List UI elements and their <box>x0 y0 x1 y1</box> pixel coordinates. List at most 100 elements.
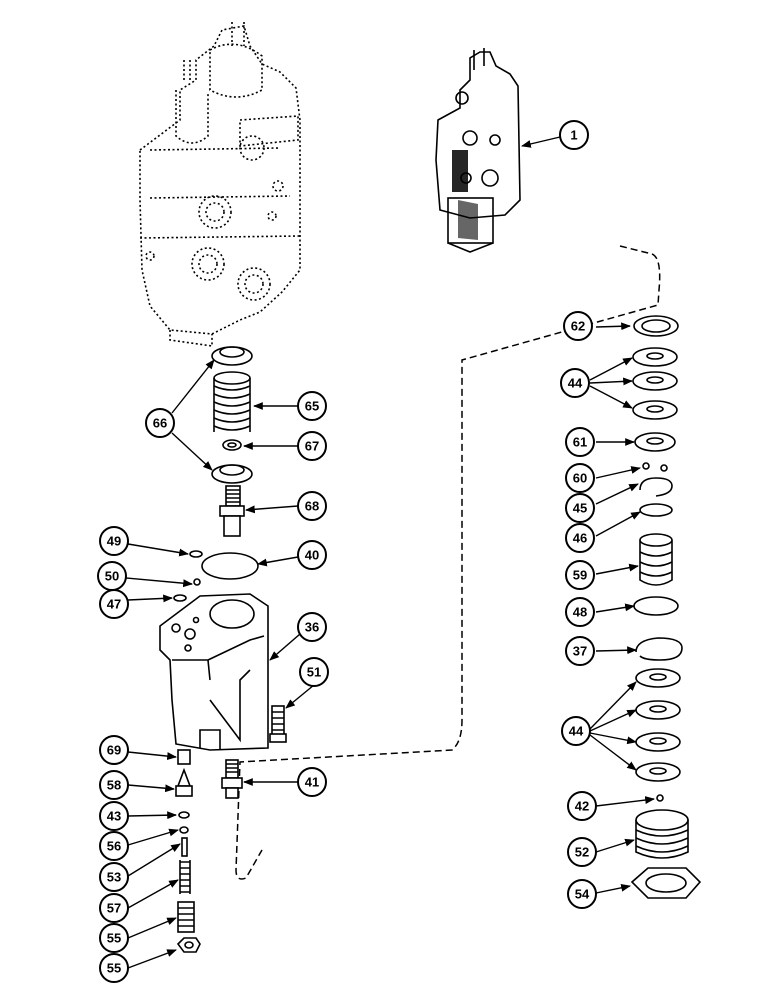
part-48-snap-ring <box>635 637 683 661</box>
callout-62: 62 <box>563 311 593 341</box>
callout-54: 55 <box>99 923 129 953</box>
part-57-jam-nut <box>630 867 702 899</box>
svg-text:44: 44 <box>569 724 584 739</box>
svg-text:51: 51 <box>307 665 321 680</box>
svg-text:57: 57 <box>107 901 121 916</box>
callout-37: 51 <box>299 657 329 687</box>
part-37-cap-screw <box>269 705 287 743</box>
part-44-washers-lower <box>635 668 681 782</box>
callout-47: 48 <box>565 597 595 627</box>
part-45-snap-ring <box>639 477 673 497</box>
part-55-nut <box>176 937 201 953</box>
callout-48: 37 <box>565 636 595 666</box>
part-53-spring <box>179 860 191 894</box>
part-52-pin <box>181 837 188 857</box>
part-69-check-valve <box>221 759 243 799</box>
callout-68: 68 <box>297 491 327 521</box>
svg-text:62: 62 <box>571 319 585 334</box>
svg-text:36: 36 <box>305 620 319 635</box>
svg-text:52: 52 <box>575 845 589 860</box>
callout-46: 46 <box>565 523 595 553</box>
svg-text:45: 45 <box>573 501 587 516</box>
callout-36: 36 <box>297 612 327 642</box>
callout-43: 56 <box>99 831 129 861</box>
part-59-piston <box>639 533 673 586</box>
part-54-adjusting-screw <box>177 901 195 933</box>
svg-text:46: 46 <box>573 531 587 546</box>
part-40-o-ring <box>201 552 259 580</box>
svg-text:60: 60 <box>573 471 587 486</box>
svg-text:50: 50 <box>105 569 119 584</box>
callout-51: 69 <box>99 735 129 765</box>
callout-40: 40 <box>297 540 327 570</box>
part-43-ring <box>179 826 189 834</box>
svg-text:59: 59 <box>573 568 587 583</box>
svg-text:1: 1 <box>570 128 577 143</box>
part-47-o-ring <box>633 596 679 616</box>
callout-44-upper: 44 <box>560 368 590 398</box>
part-46-o-ring <box>639 503 673 517</box>
callout-67: 67 <box>297 431 327 461</box>
callout-58: 42 <box>567 791 597 821</box>
svg-text:66: 66 <box>153 416 167 431</box>
callout-1: 1 <box>559 120 589 150</box>
valve-section-outline <box>139 22 301 347</box>
part-36-valve-housing <box>159 593 269 751</box>
svg-text:37: 37 <box>573 644 587 659</box>
svg-text:69: 69 <box>107 743 121 758</box>
svg-text:49: 49 <box>107 534 121 549</box>
svg-text:56: 56 <box>107 839 121 854</box>
callout-55: 55 <box>99 953 129 983</box>
part-60-balls <box>642 462 668 472</box>
part-66-retainer-top <box>211 346 253 366</box>
svg-text:40: 40 <box>305 548 319 563</box>
callout-61: 61 <box>565 427 595 457</box>
callout-42: 43 <box>99 801 129 831</box>
callout-44-lower: 44 <box>561 716 591 746</box>
part-66-retainer-bottom <box>211 464 253 484</box>
part-44-washers-upper <box>632 347 678 420</box>
callout-69: 41 <box>297 767 327 797</box>
callout-50: 50 <box>97 561 127 591</box>
callout-49-upper: 49 <box>99 526 129 556</box>
part-68-spool-bolt <box>219 485 245 537</box>
svg-text:43: 43 <box>107 809 121 824</box>
svg-text:47: 47 <box>107 597 121 612</box>
part-42-washer <box>178 811 190 819</box>
part-67-washer <box>222 439 242 451</box>
part-58-ball <box>656 794 664 802</box>
svg-text:53: 53 <box>107 870 121 885</box>
callout-56: 52 <box>567 837 597 867</box>
callout-60: 60 <box>565 463 595 493</box>
svg-text:58: 58 <box>107 778 121 793</box>
callout-59: 59 <box>565 560 595 590</box>
part-49-seal-lower <box>173 594 187 602</box>
callout-53: 57 <box>99 893 129 923</box>
valve-assembly-thumbnail <box>435 48 521 253</box>
callout-49-lower: 47 <box>99 589 129 619</box>
svg-text:48: 48 <box>573 605 587 620</box>
svg-text:55: 55 <box>107 931 121 946</box>
svg-text:65: 65 <box>305 399 319 414</box>
part-65-spring <box>213 371 251 432</box>
part-56-threaded-plug <box>635 809 689 859</box>
svg-text:54: 54 <box>575 887 590 902</box>
callout-45: 45 <box>565 493 595 523</box>
callout-66: 66 <box>145 408 175 438</box>
part-50-ball <box>193 578 201 586</box>
callout-57: 54 <box>567 879 597 909</box>
callout-65: 65 <box>297 391 327 421</box>
svg-text:42: 42 <box>575 799 589 814</box>
svg-text:41: 41 <box>305 775 319 790</box>
callout-52: 53 <box>99 862 129 892</box>
svg-text:44: 44 <box>568 376 583 391</box>
part-41-poppet <box>175 767 193 797</box>
assembly-dashed-line <box>235 245 661 880</box>
callout-41: 58 <box>99 770 129 800</box>
svg-text:68: 68 <box>305 499 319 514</box>
svg-text:55: 55 <box>107 961 121 976</box>
part-49-seal-upper <box>189 550 203 558</box>
part-61-washer <box>634 432 676 452</box>
leader-lines <box>125 136 655 969</box>
